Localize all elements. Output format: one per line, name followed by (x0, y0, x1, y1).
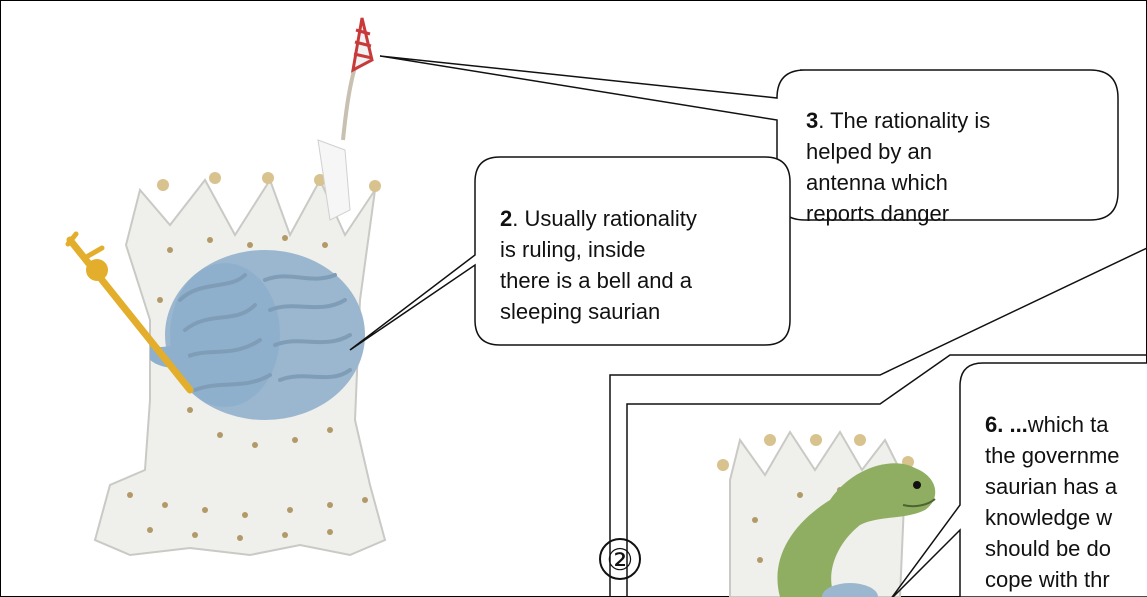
step-marker: ② (599, 538, 641, 580)
callout-2-text: 2. Usually rationality is ruling, inside… (500, 172, 780, 327)
antenna (318, 18, 372, 220)
callout-2-number: 2 (500, 206, 512, 231)
callout-6-number: 6. ... (985, 412, 1028, 437)
callout-6-body: which ta the governme saurian has a know… (985, 412, 1120, 592)
saurian-scene (717, 432, 935, 597)
callout-3-body: . The rationality is helped by an antenn… (806, 108, 990, 226)
callout-2-body: . Usually rationality is ruling, inside … (500, 206, 697, 324)
callout-3-text: 3. The rationality is helped by an anten… (806, 74, 1106, 229)
callout-6-text: 6. ...which ta the governme saurian has … (985, 378, 1147, 597)
callout-3-number: 3 (806, 108, 818, 133)
